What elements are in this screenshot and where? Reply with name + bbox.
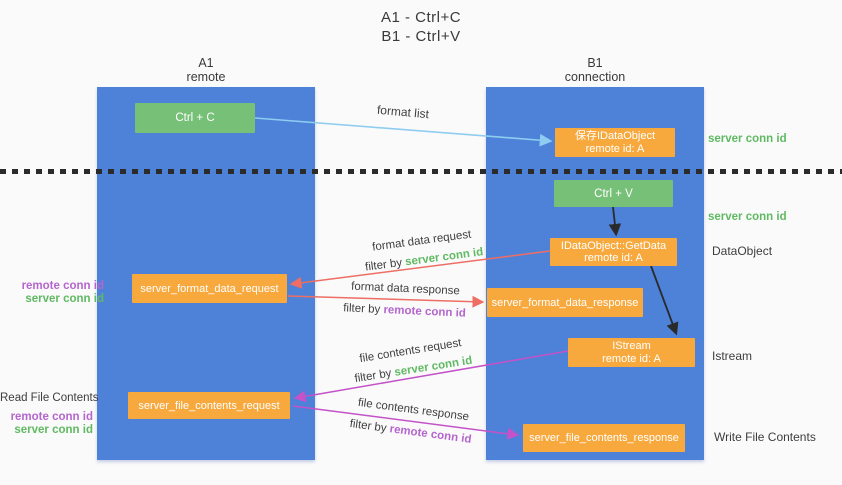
node-save-idataobject-line1: 保存IDataObject (574, 130, 656, 142)
edge-label-file-contents-request: file contents request filter by server c… (335, 332, 488, 388)
label-server-conn-id-left-top: server conn id (25, 293, 104, 305)
node-istream: IStream remote id: A (568, 338, 695, 367)
format-data-response-text: format data response (350, 280, 461, 298)
node-getdata-line2: remote id: A (584, 252, 643, 264)
node-server-format-data-response: server_format_data_response (487, 288, 643, 317)
diagram-title: A1 - Ctrl+C B1 - Ctrl+V (0, 8, 842, 46)
node-istream-line1: IStream (612, 340, 651, 352)
filter-by-prefix: filter by (353, 366, 396, 386)
node-server-format-data-request: server_format_data_request (132, 274, 287, 303)
edge-label-format-data-request: format data request filter by server con… (346, 224, 499, 276)
label-server-conn-id-top: server conn id (708, 133, 787, 145)
filter-key-server-conn-id: server conn id (404, 246, 484, 269)
label-remote-conn-id-top: remote conn id (21, 280, 104, 292)
left-ids-bottom: Read File Contents remote conn id server… (0, 392, 99, 437)
edge-label-format-list: format list (376, 102, 430, 122)
format-data-response-filter: filter by remote conn id (329, 301, 479, 322)
filter-key-remote-conn-id: remote conn id (388, 423, 473, 446)
lane-b1-name: B1 (587, 56, 603, 70)
filter-key-remote-conn-id: remote conn id (383, 304, 467, 320)
node-getdata-line1: IDataObject::GetData (560, 239, 667, 252)
label-read-file-contents: Read File Contents (0, 392, 99, 404)
filter-by-prefix: filter by (348, 417, 391, 436)
dotted-divider (0, 169, 842, 174)
lane-a1-name: A1 (198, 56, 214, 70)
node-server-file-contents-request: server_file_contents_request (128, 392, 290, 419)
lane-header-b1: B1 connection (486, 56, 704, 84)
title-line-2: B1 - Ctrl+V (381, 28, 461, 45)
label-dataobject: DataObject (712, 244, 773, 258)
label-server-conn-id-mid: server conn id (708, 211, 787, 223)
lane-header-a1: A1 remote (97, 56, 315, 84)
node-ctrl-c: Ctrl + C (135, 103, 255, 133)
filter-by-prefix: filter by (364, 256, 406, 274)
node-server-file-contents-response: server_file_contents_response (523, 424, 685, 452)
node-save-idataobject-line2: remote id: A (585, 142, 645, 155)
lane-b1-subtitle: connection (564, 70, 626, 84)
label-remote-conn-id-bottom: remote conn id (10, 411, 93, 423)
title-line-1: A1 - Ctrl+C (380, 9, 462, 26)
node-istream-line2: remote id: A (602, 352, 661, 365)
edge-label-file-contents-response: file contents response filter by remote … (335, 393, 488, 448)
filter-by-prefix: filter by (342, 302, 384, 317)
label-server-conn-id-left-bottom: server conn id (14, 424, 93, 436)
node-ctrl-v: Ctrl + V (554, 180, 673, 207)
left-ids-top: remote conn id server conn id (0, 280, 104, 306)
edge-label-format-data-response: format data response filter by remote co… (329, 279, 480, 322)
label-write-file-contents: Write File Contents (714, 430, 816, 444)
node-save-idataobject: 保存IDataObject remote id: A (555, 128, 675, 157)
label-istream: Istream (712, 349, 753, 363)
node-idataobject-getdata: IDataObject::GetData remote id: A (550, 238, 677, 266)
lane-a1-subtitle: remote (186, 70, 226, 84)
